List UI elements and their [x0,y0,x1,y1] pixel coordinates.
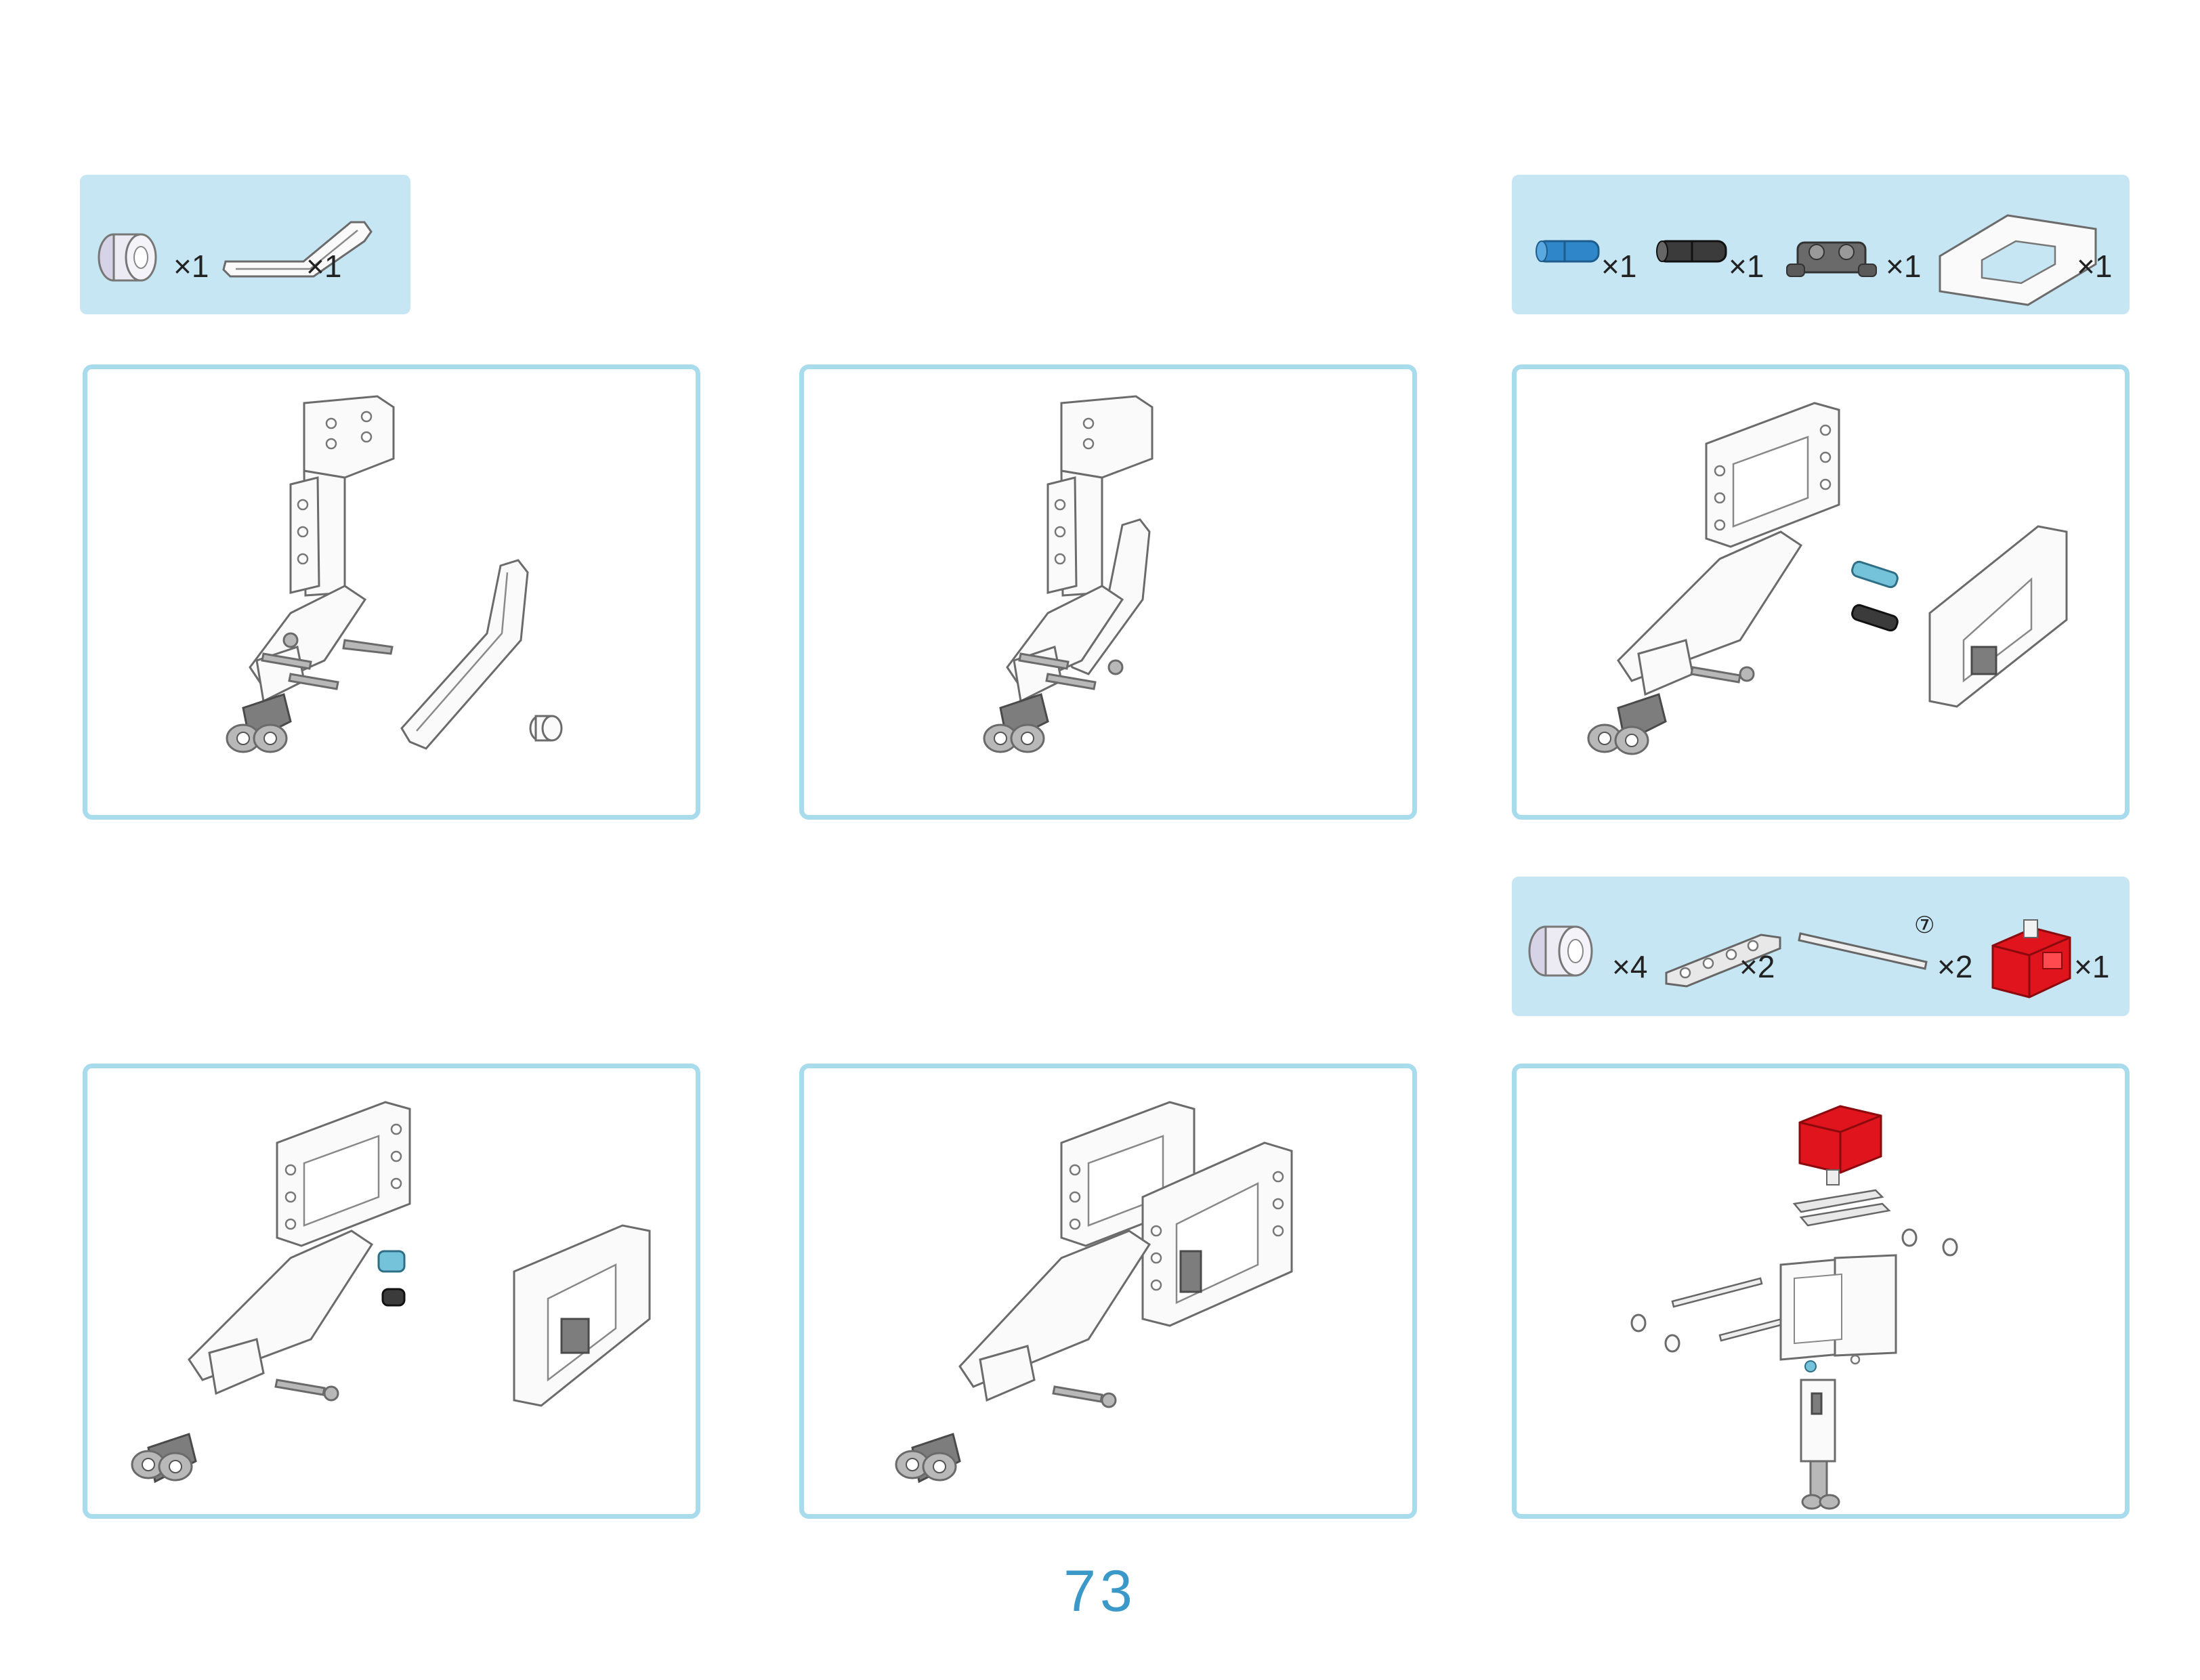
step-panel-5 [799,1064,1417,1519]
parts-list-3: ×4 ×2 ⑦ ×2 ×1 [1512,877,2130,1016]
parts-qty: ×1 [1729,249,1764,284]
step-panel-4 [83,1064,700,1519]
arm-assembly-illustration [983,395,1154,753]
red-servo-motor-icon [1991,919,2071,999]
open-frame-icon [1939,214,2097,306]
step-panel-1 [83,364,700,820]
step-panel-3 [1512,364,2130,820]
servo-exploded-illustration [1630,1105,1958,1510]
parts-qty: ×1 [173,249,209,284]
arm-assembly-illustration [131,1101,651,1484]
axle-length-label: ⑦ [1914,912,1935,938]
arm-assembly-illustration [1587,402,2068,755]
parts-list-2: ×1 ×1 ×1 ×1 [1512,175,2130,314]
bent-beam-icon [222,221,373,278]
parts-qty: ×2 [1937,949,1973,984]
page-number: 73 [1063,1559,1137,1624]
parts-qty: ×1 [1886,249,1922,284]
parts-qty: ×4 [1612,949,1648,984]
arm-assembly-illustration [226,395,563,753]
arm-assembly-illustration [895,1101,1293,1484]
step-panel-2 [799,364,1417,820]
axle-icon [1798,932,1928,970]
parts-qty: ×1 [2074,949,2110,984]
parts-qty: ×1 [1601,249,1637,284]
step-panel-6 [1512,1064,2130,1519]
parts-qty: ×1 [306,249,342,284]
bushing-icon [1528,925,1593,977]
bushing-icon [98,233,157,282]
parts-qty: ×2 [1739,949,1775,984]
parts-list-1: ×1 ×1 [80,175,410,314]
flat-beam-icon [1665,933,1781,988]
black-pin-icon [1656,240,1727,263]
blue-axle-pin-icon [1536,240,1600,263]
connector-icon [1786,241,1877,277]
parts-qty: ×1 [2077,249,2113,284]
